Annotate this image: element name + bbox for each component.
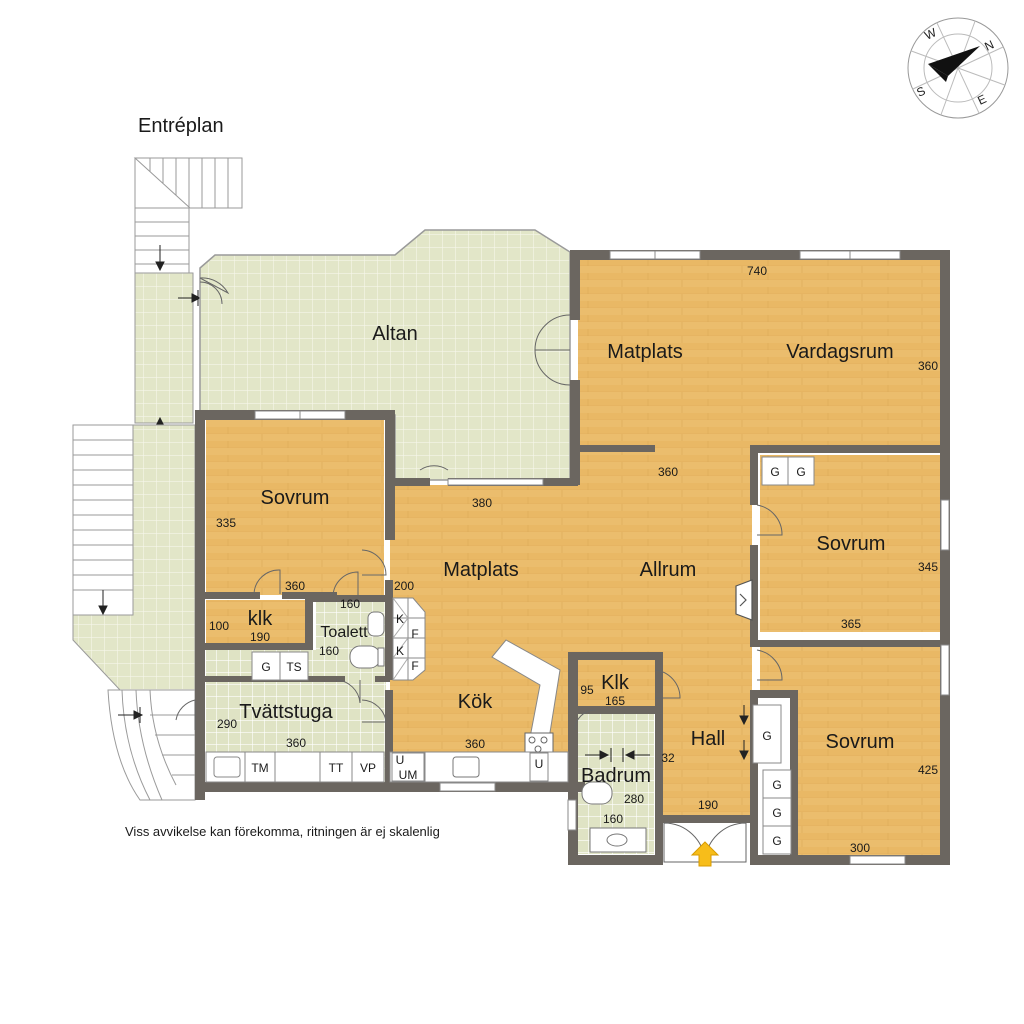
fireplace-icon (735, 579, 753, 621)
windows (254, 250, 950, 865)
dim-365: 365 (841, 617, 861, 631)
dim-160-toalett-top: 160 (340, 597, 360, 611)
dim-300: 300 (850, 841, 870, 855)
dim-360-tvatt: 360 (286, 736, 306, 750)
badrum-arrows (585, 748, 650, 762)
fixture-vp: VP (360, 761, 376, 775)
laundry-cabinets (205, 651, 385, 783)
room-matplats-mid: Matplats (443, 559, 519, 581)
kf-cabinets (392, 597, 426, 681)
fixture-tt: TT (329, 761, 344, 775)
dim-740: 740 (747, 264, 767, 278)
fixture-g-tvatt: G (261, 660, 270, 674)
walls (195, 250, 950, 865)
walkway-arrow (178, 290, 202, 306)
dim-360-sovrum: 360 (285, 579, 305, 593)
fixture-g-bot1: G (772, 778, 781, 792)
stair-arrow-top (155, 245, 165, 272)
room-altan: Altan (372, 323, 418, 345)
dim-200: 200 (394, 579, 414, 593)
altan-french-door (534, 314, 571, 386)
interior-doors (175, 504, 783, 731)
kitchen-sink-icon (452, 756, 480, 778)
fixture-f1: F (411, 627, 418, 641)
room-klk-left: klk (248, 608, 273, 630)
left-staircase (72, 424, 196, 691)
fixture-u1: U (396, 753, 405, 767)
dim-380: 380 (472, 496, 492, 510)
room-allrum: Allrum (640, 559, 697, 581)
dim-160-badrum: 160 (603, 812, 623, 826)
fixture-k1: K (396, 612, 404, 626)
wardrobes (752, 456, 815, 855)
dim-165: 165 (605, 694, 625, 708)
hall-arrows (739, 705, 749, 761)
fixture-g-top2: G (796, 465, 805, 479)
fixture-um: UM (399, 768, 418, 782)
room-toalett: Toalett (320, 624, 368, 641)
dim-335: 335 (216, 516, 236, 530)
walkway (134, 272, 194, 424)
fixture-ts: TS (286, 660, 301, 674)
fixture-tm: TM (251, 761, 268, 775)
fixture-g-bot3: G (772, 834, 781, 848)
room-kok: Kök (458, 691, 493, 713)
fixture-f2: F (411, 659, 418, 673)
dim-190-hall: 190 (698, 798, 718, 812)
toalett-sink-icon (367, 611, 385, 637)
dim-280: 280 (624, 792, 644, 806)
entrance-arrow-icon (690, 841, 720, 867)
dim-425: 425 (918, 763, 938, 777)
fixture-g-hall: G (762, 729, 771, 743)
room-tvattstuga: Tvättstuga (239, 701, 333, 723)
fixture-k2: K (396, 644, 404, 658)
stair-arrow-left (98, 590, 108, 616)
fixture-u2: U (535, 757, 544, 771)
disclaimer: Viss avvikelse kan förekomma, ritningen … (125, 824, 440, 839)
room-sovrum-right-bottom: Sovrum (826, 731, 895, 753)
room-sovrum-left: Sovrum (261, 487, 330, 509)
dim-360-vardag: 360 (918, 359, 938, 373)
bottom-left-stairs (107, 689, 196, 801)
dim-160-toalett-side: 160 (319, 644, 339, 658)
fixture-labels: K F K F G TS TM TT VP U UM U G G G G G G (251, 465, 805, 848)
toilet-icon (349, 645, 385, 669)
dim-290: 290 (217, 717, 237, 731)
room-matplats-top: Matplats (607, 341, 683, 363)
bottom-stair-arrow (118, 707, 144, 723)
altan-side-door (199, 277, 230, 295)
dim-360-kok: 360 (465, 737, 485, 751)
stove-icon (524, 732, 554, 756)
dim-100: 100 (209, 619, 229, 633)
badrum-fixtures (581, 781, 647, 853)
interior-floors (206, 260, 940, 856)
dim-190-klk: 190 (250, 630, 270, 644)
room-badrum: Badrum (581, 765, 651, 787)
room-klk-right: Klk (601, 672, 630, 694)
dim-32: 32 (661, 751, 675, 765)
dim-360-allrum: 360 (658, 465, 678, 479)
room-sovrum-right-top: Sovrum (817, 533, 886, 555)
altan-door-arc (419, 465, 449, 471)
dim-95: 95 (580, 683, 594, 697)
room-vardagsrum: Vardagsrum (786, 341, 893, 363)
dimensions: 740 360 360 380 335 360 200 160 160 100 … (209, 264, 938, 855)
dim-345: 345 (918, 560, 938, 574)
plan-title: Entréplan (138, 115, 224, 137)
top-staircase (133, 157, 243, 274)
fixture-g-top1: G (770, 465, 779, 479)
room-hall: Hall (691, 728, 725, 750)
compass-icon: N E S W (907, 17, 1009, 119)
fixture-g-bot2: G (772, 806, 781, 820)
